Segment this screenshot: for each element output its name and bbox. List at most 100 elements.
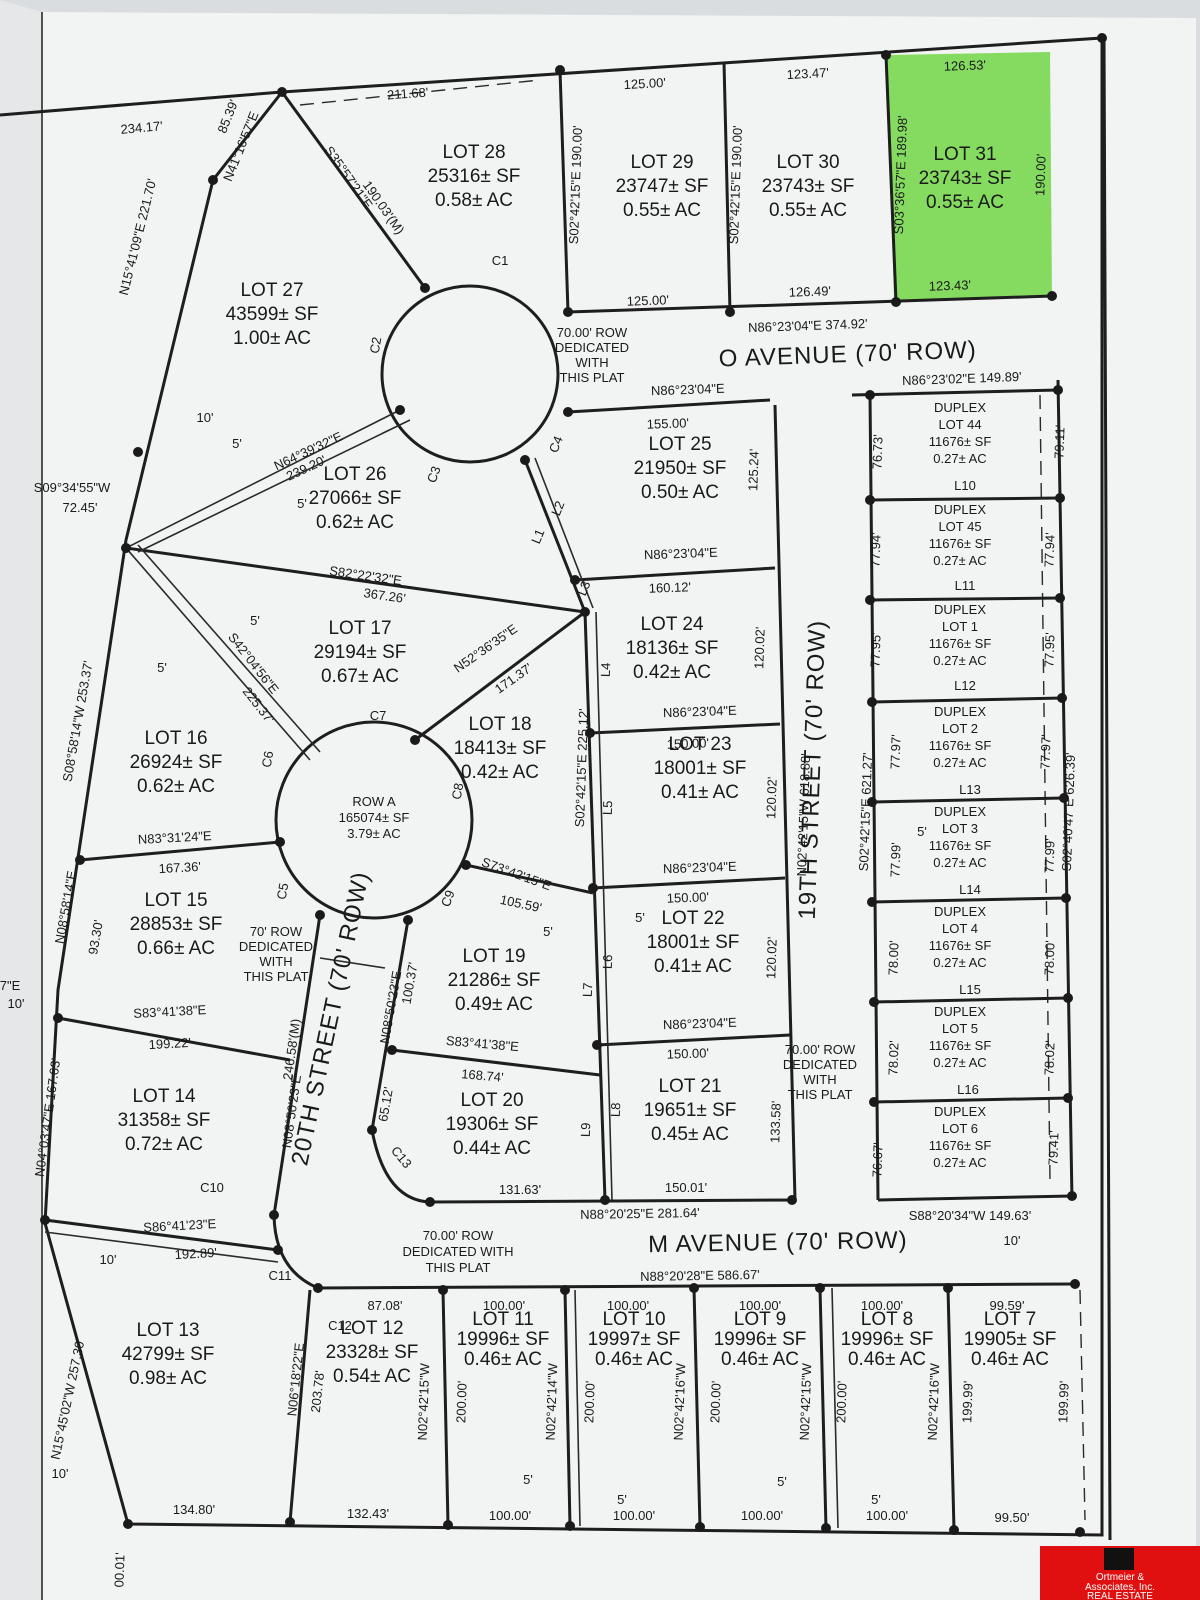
easement-north bbox=[299, 79, 541, 106]
line-lot17-18 bbox=[414, 610, 586, 742]
lot45-line: LOT 45 bbox=[938, 519, 981, 534]
lot25-line: 21950± SF bbox=[634, 458, 727, 479]
lot31-highlight bbox=[887, 52, 1052, 300]
lot5-line: 0.27± AC bbox=[933, 1055, 986, 1070]
dim-d-192-89: 192.89' bbox=[174, 1245, 217, 1262]
lot19-line: LOT 19 bbox=[462, 946, 525, 967]
lot1-line: DUPLEX bbox=[934, 602, 986, 617]
dim-d-76-67: 76.67' bbox=[869, 1142, 885, 1178]
o-avenue-south-edge bbox=[567, 398, 771, 414]
lot6-line: LOT 6 bbox=[942, 1121, 978, 1136]
lot45-line: 11676± SF bbox=[929, 536, 992, 551]
dim-d-126-49: 126.49' bbox=[788, 283, 831, 299]
dim-d-77-95b: 77.95' bbox=[1041, 632, 1057, 668]
survey-monument bbox=[563, 307, 573, 317]
lot11-line: 19996± SF bbox=[457, 1329, 550, 1350]
lot12-line: LOT 12 bbox=[340, 1318, 403, 1339]
dim-d-10f: 10' bbox=[8, 996, 25, 1011]
line-lot11-12 bbox=[441, 1289, 450, 1526]
lot31-line: LOT 31 bbox=[933, 144, 996, 165]
line-l1-l2-offset bbox=[534, 457, 594, 609]
dim-b-n02-8: N02°42'15"W bbox=[797, 1362, 815, 1441]
dim-d-190-00: 190.00' bbox=[1032, 153, 1048, 196]
line-lot10-11 bbox=[563, 1289, 572, 1527]
dim-b-o-south: N86°23'04"E 374.92' bbox=[748, 316, 868, 335]
dim-d-76-73: 76.73' bbox=[869, 434, 885, 470]
dim-d-126-53: 126.53' bbox=[943, 57, 986, 73]
survey-monument bbox=[285, 1517, 295, 1527]
lot9-line: 0.46± AC bbox=[721, 1349, 799, 1370]
lot23-line: 0.41± AC bbox=[661, 782, 739, 803]
dim-l13: L13 bbox=[959, 782, 981, 797]
survey-monument bbox=[565, 1521, 575, 1531]
lot23-line: LOT 23 bbox=[668, 734, 731, 755]
line-lot14-15 bbox=[57, 1016, 291, 1062]
survey-monument bbox=[1070, 1279, 1080, 1289]
dim-d-10e: 10' bbox=[52, 1466, 69, 1481]
survey-monument bbox=[815, 1283, 825, 1293]
row-dedicated-19-line: 70.00' ROW bbox=[785, 1042, 856, 1057]
lot20-line: LOT 20 bbox=[460, 1090, 523, 1111]
survey-monument bbox=[949, 1525, 959, 1535]
easement-east-lot7 bbox=[1079, 1289, 1086, 1521]
survey-monument bbox=[585, 728, 595, 738]
lot26-line: 27066± SF bbox=[309, 488, 402, 509]
lot6-line: 11676± SF bbox=[929, 1138, 992, 1153]
survey-monument bbox=[869, 997, 879, 1007]
lot4-line: LOT 4 bbox=[942, 921, 978, 936]
lot1-line: 11676± SF bbox=[929, 636, 992, 651]
dim-d-5c: 5' bbox=[250, 613, 260, 628]
dim-b-n86-23: N86°23'04"E bbox=[663, 703, 738, 721]
dim-c8: C8 bbox=[449, 782, 467, 801]
dim-d-150-01: 150.01' bbox=[665, 1180, 707, 1195]
lot7-line: 0.46± AC bbox=[971, 1349, 1049, 1370]
dim-l16: L16 bbox=[957, 1082, 979, 1097]
row-dedicated-m-line: 70.00' ROW bbox=[423, 1228, 494, 1243]
dim-l10: L10 bbox=[954, 478, 976, 493]
survey-monument bbox=[560, 1285, 570, 1295]
line-lot17-26 bbox=[125, 546, 586, 614]
dim-b-s83a: S83°41'38"E bbox=[133, 1002, 207, 1021]
survey-monument bbox=[273, 1245, 283, 1255]
line-lot9-10 bbox=[692, 1287, 702, 1528]
survey-monument bbox=[725, 307, 735, 317]
dim-d-5f: 5' bbox=[543, 924, 553, 939]
row-a-line: ROW A bbox=[352, 794, 396, 809]
cul-de-sac-north bbox=[380, 284, 560, 464]
dim-d-5d: 5' bbox=[157, 660, 167, 675]
lot13-line: 42799± SF bbox=[122, 1344, 215, 1365]
house-icon bbox=[1104, 1548, 1134, 1570]
line-lot22-23 bbox=[592, 876, 786, 890]
dim-d-00-01: 00.01' bbox=[111, 1552, 127, 1588]
survey-monument bbox=[123, 1519, 133, 1529]
dim-l12: L12 bbox=[954, 678, 976, 693]
line-lot29-30 bbox=[722, 61, 732, 313]
dim-d-211-68: 211.68' bbox=[387, 85, 429, 103]
dim-c3: C3 bbox=[424, 464, 444, 485]
lot6-line: 0.27± AC bbox=[933, 1155, 986, 1170]
row-dedicated-o-line: DEDICATED bbox=[555, 340, 629, 355]
row-dedicated-20-line: 70' ROW bbox=[250, 924, 303, 939]
lot19-line: 21286± SF bbox=[448, 970, 541, 991]
dim-d-77-97a: 77.97' bbox=[887, 734, 903, 770]
dim-d-100d: 100.00' bbox=[861, 1298, 903, 1313]
survey-monument bbox=[520, 455, 530, 465]
dim-d-200a: 200.00' bbox=[453, 1380, 469, 1423]
dim-b-s02-225: S02°42'15"E 225.12' bbox=[572, 708, 591, 827]
dim-d-79-11: 79.11' bbox=[1051, 425, 1067, 460]
dim-b-n02-7: N02°42'16"W bbox=[925, 1362, 943, 1441]
survey-monument bbox=[1055, 493, 1065, 503]
lot7-line: 19905± SF bbox=[964, 1329, 1057, 1350]
dim-l6: L6 bbox=[600, 954, 615, 969]
lot30-line: LOT 30 bbox=[776, 152, 839, 173]
o-avenue-north-edge bbox=[567, 294, 1053, 314]
line-l1-l2 bbox=[523, 459, 587, 613]
lot44-line: LOT 44 bbox=[938, 417, 981, 432]
lot4-line: 0.27± AC bbox=[933, 955, 986, 970]
dim-c6: C6 bbox=[259, 750, 277, 769]
line-lots-west-edge bbox=[583, 611, 607, 1201]
lot20-line: 0.44± AC bbox=[453, 1138, 531, 1159]
lot3-line: LOT 3 bbox=[942, 821, 978, 836]
logo-line-3: REAL ESTATE bbox=[1087, 1591, 1153, 1600]
dim-c7: C7 bbox=[370, 708, 387, 723]
